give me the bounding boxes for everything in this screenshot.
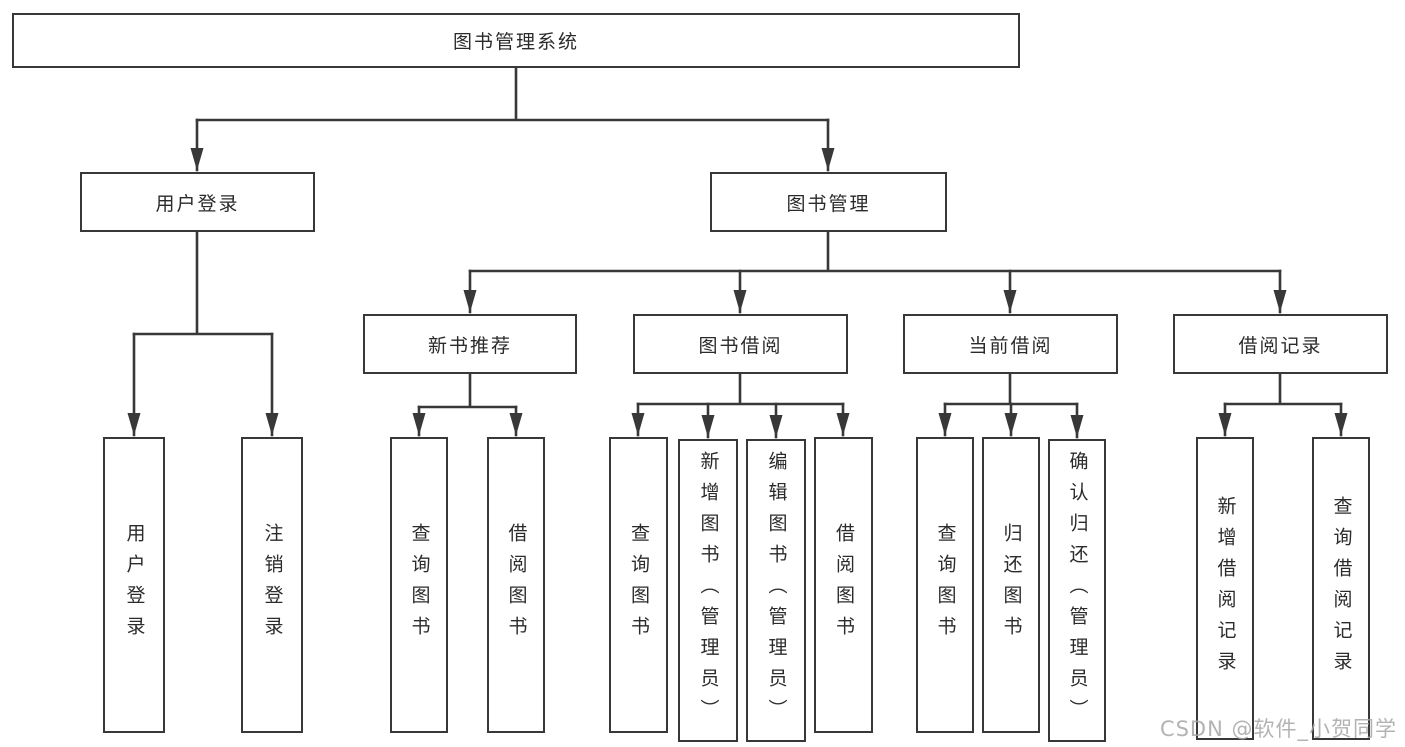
- node-borrowing-records: 借阅记录: [1173, 314, 1388, 374]
- connector-user-login: [127, 230, 279, 437]
- node-current-borrowing: 当前借阅: [903, 314, 1118, 374]
- node-label: 图书管理系统: [452, 31, 579, 53]
- node-label: 借阅图书: [505, 523, 528, 647]
- node-leaf-return-books: 归还图书: [982, 437, 1040, 733]
- node-label: 用户登录: [155, 192, 240, 215]
- node-label: 用户登录: [123, 523, 146, 647]
- node-leaf-user-login: 用户登录: [103, 437, 165, 733]
- node-label: 编辑图书（管理员）: [765, 451, 788, 730]
- node-new-book-recommend: 新书推荐: [363, 314, 577, 374]
- node-label: 图书借阅: [698, 334, 783, 357]
- node-library-management-system: 图书管理系统: [12, 13, 1020, 68]
- node-leaf-borrow-books-2: 借阅图书: [814, 437, 873, 733]
- node-label: 确认归还（管理员）: [1066, 451, 1089, 730]
- node-book-borrowing: 图书借阅: [633, 314, 848, 374]
- node-leaf-logout: 注销登录: [241, 437, 303, 733]
- node-leaf-query-books-2: 查询图书: [609, 437, 668, 733]
- node-label: 归还图书: [1000, 523, 1023, 647]
- node-leaf-add-borrow-record: 新增借阅记录: [1196, 437, 1254, 740]
- node-leaf-add-books-admin: 新增图书（管理员）: [678, 439, 738, 742]
- node-label: 图书管理: [786, 192, 871, 215]
- connector-current-borrowing: [938, 372, 1084, 439]
- node-label: 新增借阅记录: [1214, 495, 1237, 682]
- node-leaf-query-books-3: 查询图书: [916, 437, 974, 733]
- node-leaf-query-borrow-record: 查询借阅记录: [1312, 437, 1370, 740]
- node-label: 新增图书（管理员）: [697, 451, 720, 730]
- node-label: 查询图书: [934, 523, 957, 647]
- node-book-management: 图书管理: [710, 172, 947, 232]
- node-label: 当前借阅: [968, 334, 1053, 357]
- node-leaf-borrow-books-1: 借阅图书: [487, 437, 545, 733]
- node-leaf-query-books-1: 查询图书: [390, 437, 448, 733]
- connector-borrowing-records: [1218, 372, 1348, 437]
- connector-new-book-recommend: [412, 372, 523, 437]
- connector-book-borrowing: [631, 372, 850, 439]
- csdn-watermark: CSDN @软件_小贺同学: [1159, 717, 1397, 741]
- connector-root: [190, 66, 835, 172]
- node-leaf-confirm-return-admin: 确认归还（管理员）: [1048, 439, 1106, 742]
- node-label: 借阅记录: [1238, 334, 1323, 357]
- node-label: 查询借阅记录: [1330, 495, 1353, 682]
- node-label: 查询图书: [408, 523, 431, 647]
- node-label: 注销登录: [261, 523, 284, 647]
- node-label: 查询图书: [628, 523, 650, 647]
- connector-book-management: [463, 230, 1287, 314]
- node-leaf-edit-books-admin: 编辑图书（管理员）: [746, 439, 806, 742]
- node-user-login: 用户登录: [80, 172, 315, 232]
- node-label: 借阅图书: [833, 523, 855, 647]
- node-label: 新书推荐: [427, 334, 512, 357]
